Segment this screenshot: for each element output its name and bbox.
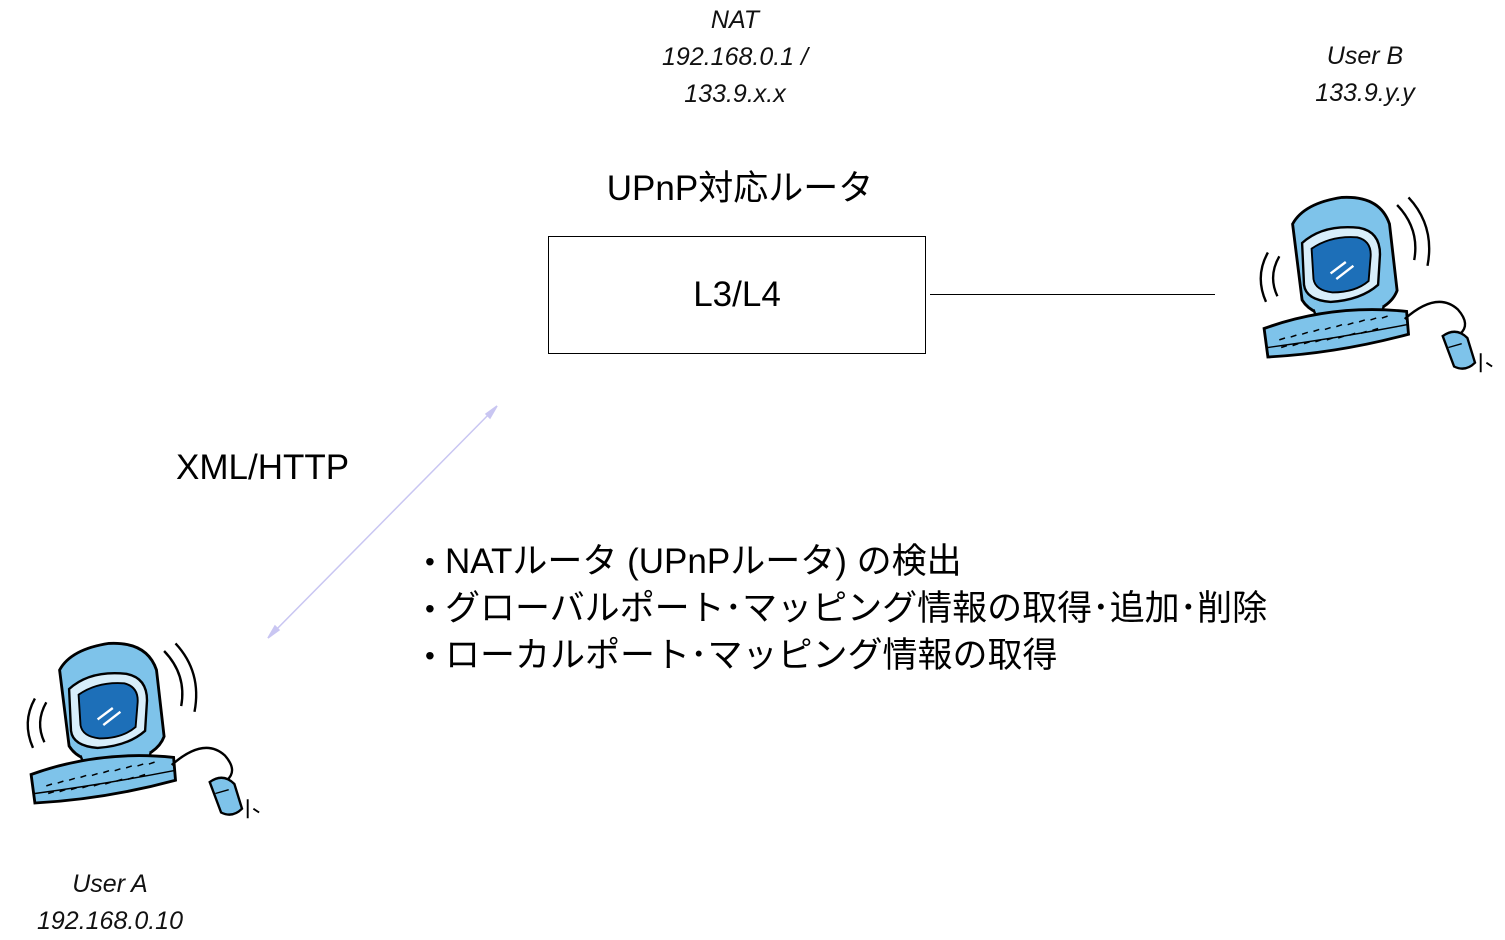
nat-label-line2: 192.168.0.1 / bbox=[662, 43, 808, 71]
xml-http-arrow bbox=[267, 405, 498, 639]
user-a-computer-icon bbox=[26, 641, 261, 820]
feature-item: ローカルポート･マッピング情報の取得 bbox=[425, 632, 1267, 679]
router-to-user-b-line bbox=[930, 294, 1215, 295]
nat-label: NAT 192.168.0.1 / 133.9.x.x bbox=[620, 2, 850, 113]
router-box: L3/L4 bbox=[548, 236, 926, 354]
feature-item: グローバルポート･マッピング情報の取得･追加･削除 bbox=[425, 585, 1267, 632]
nat-label-line3: 133.9.x.x bbox=[684, 80, 786, 108]
user-b-computer-icon bbox=[1259, 195, 1494, 374]
user-a-name: User A bbox=[72, 870, 148, 898]
user-b-name: User B bbox=[1326, 42, 1404, 70]
protocol-label: XML/HTTP bbox=[176, 448, 350, 487]
user-b-label: User B 133.9.y.y bbox=[1280, 38, 1450, 112]
feature-list: NATルータ (UPnPルータ) の検出 グローバルポート･マッピング情報の取得… bbox=[425, 538, 1267, 679]
user-a-ip: 192.168.0.10 bbox=[37, 907, 183, 935]
feature-item: NATルータ (UPnPルータ) の検出 bbox=[425, 538, 1267, 585]
user-b-ip: 133.9.y.y bbox=[1315, 79, 1415, 107]
router-title: UPnP対応ルータ bbox=[606, 169, 874, 208]
nat-label-line1: NAT bbox=[710, 6, 760, 34]
user-a-label: User A 192.168.0.10 bbox=[0, 866, 220, 940]
router-box-label: L3/L4 bbox=[693, 275, 781, 314]
